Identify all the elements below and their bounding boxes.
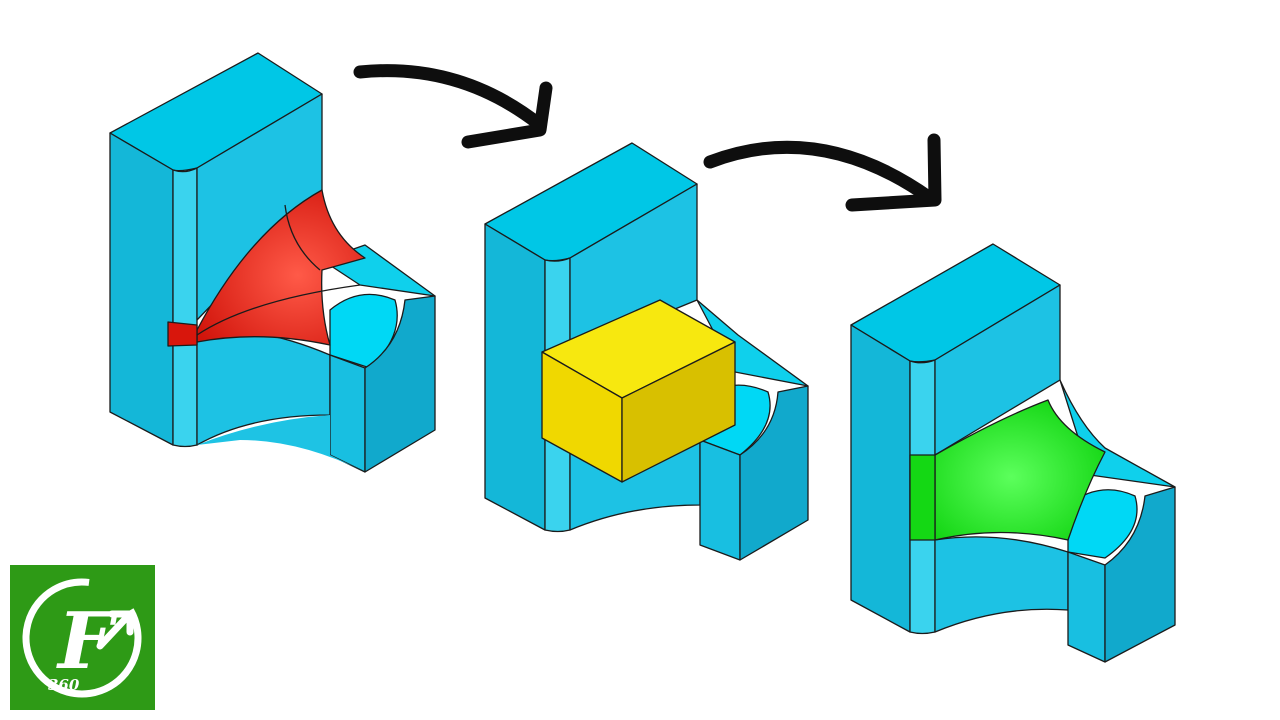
part-1-right-side	[364, 295, 436, 473]
part-1-red-strip	[167, 321, 198, 347]
part-3-right-side	[1104, 486, 1176, 663]
brand-logo: F 360	[10, 565, 155, 710]
part-1-left-face	[109, 132, 174, 446]
part-2-yellow-side	[621, 341, 736, 483]
part-3-right-front	[1067, 551, 1106, 663]
arrow-2	[703, 133, 942, 212]
part-2-right-front	[699, 439, 741, 561]
part-1-red-surface	[196, 189, 366, 346]
logo-ring	[22, 578, 142, 698]
part-2-left-face	[484, 223, 546, 531]
logo-number: 360	[48, 676, 80, 694]
part-3-left-face	[850, 324, 911, 633]
part-3-green-strip	[909, 454, 936, 541]
part-1-model	[109, 52, 436, 473]
part-3-model	[850, 243, 1176, 663]
part-3-green-surface	[934, 399, 1106, 541]
part-3-lower-front	[934, 536, 1069, 633]
part-3-pocket	[1067, 489, 1138, 559]
logo-background	[10, 565, 155, 710]
part-1-right-front	[329, 354, 366, 473]
part-1-rounded-edge	[172, 167, 198, 448]
part-1-bottom-front	[197, 415, 365, 472]
arrow-1	[353, 64, 553, 149]
logo-arrow-icon	[96, 610, 134, 650]
part-2-model	[484, 142, 809, 561]
part-1-red-seam-1	[196, 284, 361, 336]
part-2-right-side	[739, 385, 809, 561]
part-1-red-seam-2	[284, 204, 321, 271]
